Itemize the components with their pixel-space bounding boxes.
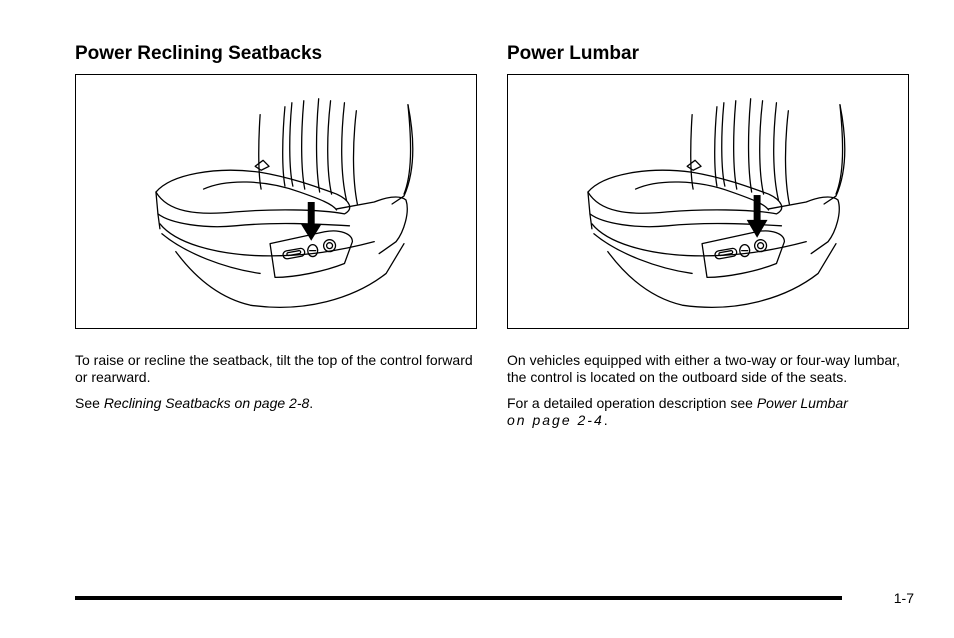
see-prefix: See xyxy=(75,395,104,411)
page-number: 1-7 xyxy=(893,590,914,606)
seat-drawing-icon xyxy=(587,98,846,308)
seat-illustration-lumbar xyxy=(507,74,909,329)
reference-paragraph: For a detailed operation description see… xyxy=(507,395,912,429)
cross-reference-link[interactable]: Power Lumbar xyxy=(756,395,848,411)
section-title: Power Lumbar xyxy=(507,43,639,64)
reference-prefix: For a detailed operation description see xyxy=(507,395,757,411)
see-reference: See Reclining Seatbacks on page 2-8. xyxy=(75,395,480,412)
footer-rule xyxy=(75,596,842,600)
paragraph: On vehicles equipped with either a two-w… xyxy=(507,352,900,385)
section-title: Power Reclining Seatbacks xyxy=(75,43,323,64)
see-suffix: . xyxy=(309,395,314,411)
paragraph: To raise or recline the seatback, tilt t… xyxy=(75,352,473,385)
reference-suffix: . xyxy=(603,412,608,428)
body-text: To raise or recline the seatback, tilt t… xyxy=(75,352,480,421)
body-text: On vehicles equipped with either a two-w… xyxy=(507,352,912,438)
seat-drawing-icon xyxy=(155,98,414,308)
cross-reference-page[interactable]: on page 2-4 xyxy=(507,412,604,428)
cross-reference-link[interactable]: Reclining Seatbacks on page 2-8 xyxy=(103,395,310,411)
seat-illustration-recline xyxy=(75,74,477,329)
